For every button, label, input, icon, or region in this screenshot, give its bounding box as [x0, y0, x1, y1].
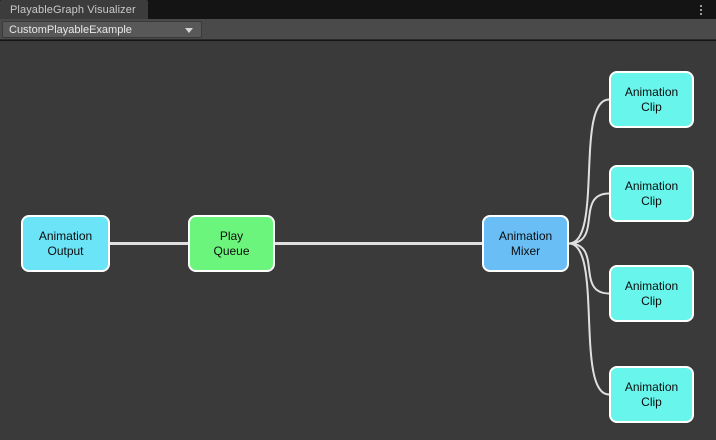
edge-mixer-clip-4 — [568, 242, 610, 396]
edge-mixer-clip-1 — [568, 98, 610, 245]
kebab-dot — [700, 5, 702, 7]
node-label-line1: Animation — [624, 84, 679, 99]
kebab-dot — [700, 9, 702, 11]
tab-label: PlayableGraph Visualizer — [10, 3, 136, 16]
window-tab-bar: PlayableGraph Visualizer — [0, 0, 716, 19]
tab-playable-graph-visualizer[interactable]: PlayableGraph Visualizer — [0, 0, 148, 19]
toolbar: CustomPlayableExample — [0, 19, 716, 40]
edge-mixer-clip-3 — [568, 242, 610, 295]
graph-edges — [110, 98, 610, 396]
node-label-line2: Clip — [641, 99, 662, 114]
node-label-line1: Play — [219, 228, 244, 243]
node-label-line2: Clip — [641, 394, 662, 409]
node-label-line2: Mixer — [510, 243, 541, 258]
chevron-down-icon — [185, 27, 193, 33]
kebab-menu-icon[interactable] — [694, 3, 708, 17]
kebab-dot — [700, 13, 702, 15]
node-label-line2: Clip — [641, 193, 662, 208]
graph-selector-value: CustomPlayableExample — [9, 23, 132, 36]
node-label-line2: Clip — [641, 293, 662, 308]
graph-selector-dropdown[interactable]: CustomPlayableExample — [2, 21, 202, 38]
node-label-line1: Animation — [498, 228, 553, 243]
node-label-line1: Animation — [624, 379, 679, 394]
node-label-line2: Output — [47, 243, 84, 258]
node-label-line1: Animation — [38, 228, 93, 243]
edge-mixer-clip-2 — [568, 192, 610, 245]
node-label-line1: Animation — [624, 278, 679, 293]
node-label-line1: Animation — [624, 178, 679, 193]
node-label-line2: Queue — [213, 243, 250, 258]
